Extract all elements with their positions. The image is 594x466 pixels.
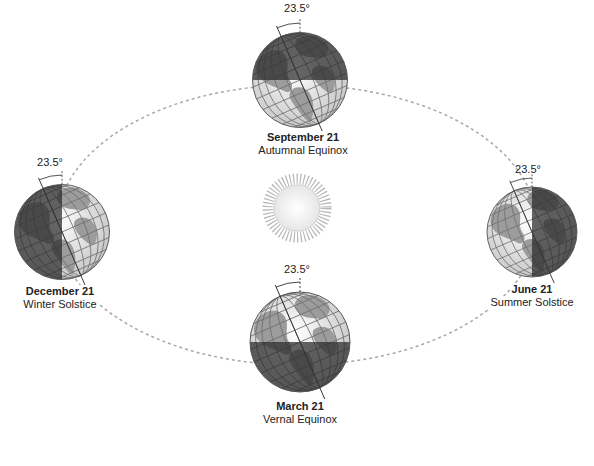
date-label: March 21 (274, 400, 326, 413)
season-label: Autumnal Equinox (256, 144, 349, 157)
date-label: June 21 (510, 283, 555, 296)
earth-globe (473, 173, 591, 291)
season-label: Vernal Equinox (261, 413, 339, 426)
date-label: September 21 (265, 131, 341, 144)
tilt-angle: 23.5° (282, 2, 312, 15)
season-label: Summer Solstice (488, 296, 575, 309)
sun (268, 179, 326, 237)
tilt-angle: 23.5° (35, 156, 65, 169)
tilt-angle: 23.5° (282, 263, 312, 276)
season-label: Winter Solstice (21, 298, 98, 311)
date-label: December 21 (24, 285, 97, 298)
tilt-angle: 23.5° (513, 163, 543, 176)
earth-globe (234, 276, 366, 408)
earth-globe (0, 169, 125, 294)
earth-globe (237, 17, 362, 142)
